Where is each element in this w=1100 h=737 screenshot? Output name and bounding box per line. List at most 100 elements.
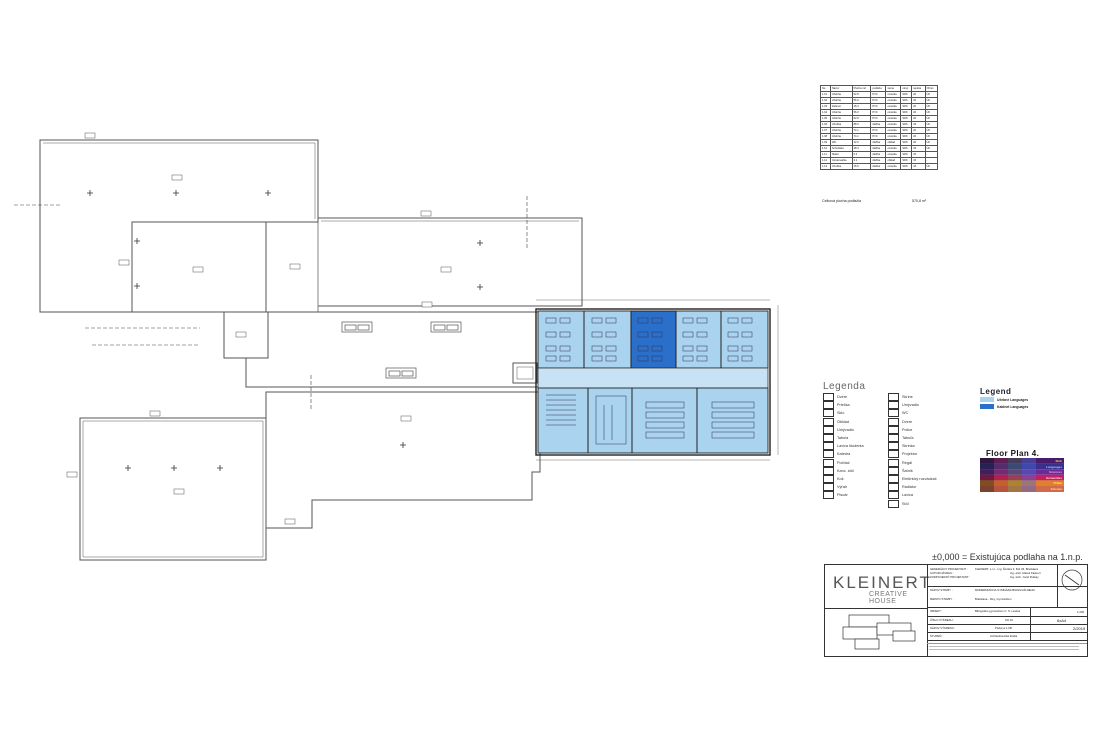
legend-item: Radiátor [888, 483, 917, 492]
north-arrow-icon [1061, 569, 1083, 591]
legend-symbol-icon [823, 483, 834, 492]
floor-plan-label: Science [1050, 487, 1062, 491]
legend-label: Dvere [837, 395, 848, 399]
legend-label: Radiátor [902, 485, 917, 490]
legend-item: Koš [823, 475, 844, 483]
legend-item: Skrinka [888, 442, 915, 451]
total-area-label: Celková plocha podlažia [822, 199, 861, 203]
legend-label: Skrinka [902, 444, 915, 449]
level-note: ±0,000 = Existujúca podlaha na 1.n.p. [932, 552, 1083, 562]
legend2-label: Kabinet Languages [997, 404, 1029, 409]
legend-symbol-icon [888, 434, 899, 442]
title-block-field: MIESTO STAVBY : [930, 597, 954, 601]
legend-item: Katedra [823, 450, 851, 459]
legend-symbol-icon [888, 483, 899, 492]
legend-item: Kanc. stôl [823, 466, 854, 475]
legend-label: Police [902, 427, 913, 432]
floor-plan-label: Humanities [1045, 475, 1062, 480]
title-block-field: Architektonická štúdia [990, 634, 1018, 638]
table-cell: Chodba [829, 163, 853, 170]
legend-symbol-icon [823, 434, 834, 442]
legend-label: Lavica študenta [837, 444, 864, 449]
title-block-field: AUTOR NÁVRHU : [930, 571, 954, 575]
legend-symbol-icon [888, 425, 899, 434]
legend-label: Dvere [902, 419, 913, 424]
legend-symbol-icon [888, 466, 899, 475]
legend-symbol-icon [888, 409, 899, 418]
table-cell: omietka [885, 163, 902, 170]
legend-symbol-icon [823, 393, 834, 401]
title-block-field: Pôdorys 1.NP [995, 626, 1013, 630]
legend-symbol-icon [823, 401, 834, 410]
legend-item: Priečka [823, 401, 850, 410]
legend-label: WC [902, 411, 909, 416]
title-block-field: STUPEŇ : [930, 634, 943, 638]
legend-label: Šatník [902, 468, 913, 473]
legend2-item: Kabinet Languages [980, 404, 1028, 409]
title-block: KLEINERT CREATIVE HOUSE GENERÁLNY PROJEK… [824, 564, 1088, 657]
legend-label: Koš [837, 477, 844, 481]
legend-symbol-icon [888, 475, 899, 483]
legend-label: Tabuľa [902, 436, 914, 440]
legend-label: Počítač [837, 460, 850, 465]
floor-plan-swatches [980, 458, 1064, 492]
legend-symbol-icon [823, 466, 834, 475]
total-area-value: 570,8 m² [912, 199, 927, 203]
legend-label: Priečka [837, 403, 850, 408]
legend-item: Umývadlo [888, 401, 919, 410]
title-block-field: Ing. arch. Marek Kleinert [1010, 571, 1041, 575]
legend-label: Regál [902, 460, 912, 465]
title-block-field: Bratislava - Nivy, Gymnázium [975, 597, 1012, 601]
title-block-field: OBJEKT : [930, 609, 943, 613]
title-block-field: Ing. arch. Jozef Rutkay [1010, 575, 1039, 579]
title-block-field: ZODPOVEDNÝ PROJEKTANT : [930, 575, 971, 579]
legend-item: Pisoár [823, 491, 848, 500]
legend-label: Tabula [837, 436, 849, 440]
floor-plan-drawing [14, 132, 779, 561]
legend2-title: Legend [980, 387, 1012, 396]
legend-item: Obklad [823, 417, 849, 426]
title-block-field: KLEINERT, s.r.o., Ing. Šmátra 3, 811 03,… [975, 567, 1039, 571]
legend-symbol-icon [823, 458, 834, 467]
legend-label: Výťah [837, 485, 848, 490]
legend-item: Police [888, 425, 913, 434]
legend-item: Lavica [888, 491, 913, 500]
legend-symbol-icon [888, 401, 899, 410]
legend-label: Elektrický rozvádzač [902, 477, 937, 481]
legend-label: Sklo [837, 411, 845, 416]
floor-plan-label: Sciences [1048, 470, 1062, 475]
legend-label: Umývadlo [837, 427, 854, 432]
floor-plan-color-grid: Sloh Languages Sciences Humanities Prime… [980, 458, 1064, 492]
company-logo: KLEINERT [833, 573, 932, 592]
color-swatch [980, 404, 994, 409]
legend-symbol-icon [888, 442, 899, 451]
scale-value: 1:200 [1077, 610, 1084, 614]
legend-item: Dvere [888, 417, 913, 426]
legend2-item: Učebné Languages [980, 397, 1028, 402]
title-block-field: ČÍSLO VÝKRESU : [930, 618, 955, 622]
floor-plan-label: Prime [1053, 481, 1062, 486]
legend2-label: Učebné Languages [997, 397, 1029, 402]
legend-item: Lavica študenta [823, 442, 864, 451]
legend-label: Stôl [902, 501, 909, 506]
title-block-field: Bilingválne gymnázium C. S. Lewisa [975, 609, 1021, 613]
legend-symbol-icon [888, 450, 899, 459]
table-header-row: No. Názov Plocha m2 podlaha stena strop … [820, 85, 939, 92]
legend-label: Projektor [902, 452, 918, 457]
title-block-field: NÁZOV STAVBY : [930, 588, 953, 592]
floor-plan-title: Floor Plan 4. [986, 449, 1040, 458]
legend-item: Sklo [823, 409, 845, 418]
legend-label: Kanc. stôl [837, 468, 854, 473]
legend-symbol-icon [823, 417, 834, 426]
legend-label: Katedra [837, 452, 851, 457]
legend-label: Skrine [902, 395, 913, 399]
table-cell: dlažba [870, 163, 887, 170]
legend-item: Regál [888, 458, 912, 467]
table-cell: 18 [911, 163, 926, 170]
legend-item: Stôl [888, 499, 909, 508]
